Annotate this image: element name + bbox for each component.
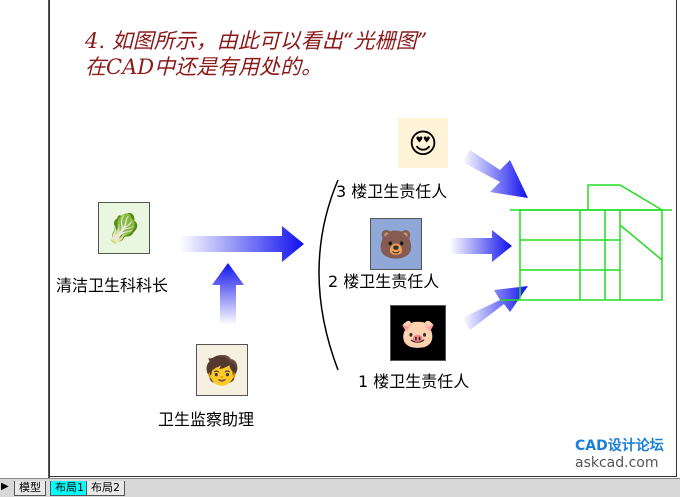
layout-sheet (49, 0, 677, 477)
diagram (180, 150, 672, 371)
arrow-chief-to-floors (180, 226, 304, 262)
assistant-avatar: 🧒 (196, 344, 248, 396)
arrow-floor1 (462, 286, 528, 330)
watermark-logo: CAD设计论坛 askcad.com (555, 438, 664, 472)
layout-tabs: ▶ 模型 布局1 布局2 (0, 478, 680, 497)
chief-avatar: 🥬 (98, 202, 150, 254)
arrow-floor2 (450, 230, 512, 262)
floor1-avatar: 🐷 (390, 305, 446, 361)
building-drawing (500, 184, 672, 301)
floor3-label: 3 楼卫生责任人 (336, 182, 448, 201)
title-line-2: 在CAD中还是有用处的。 (85, 55, 323, 79)
assistant-label: 卫生监察助理 (158, 410, 255, 429)
floor2-label: 2 楼卫生责任人 (328, 272, 440, 291)
bracket (318, 179, 339, 371)
slide-title: 4. 如图所示，由此可以看出“光栅图” 在CAD中还是有用处的。 (85, 28, 427, 80)
watermark-brand: CAD设计论坛 (575, 438, 664, 454)
tab-layout1[interactable]: 布局1 (50, 481, 89, 496)
floor2-avatar: 🐻 (370, 218, 422, 270)
arrow-assistant-up (212, 263, 244, 325)
watermark-site: askcad.com (575, 455, 659, 471)
tab-layout2[interactable]: 布局2 (86, 481, 125, 496)
floor3-avatar: 😍 (398, 118, 448, 168)
title-line-1: 4. 如图所示，由此可以看出“光栅图” (85, 29, 428, 53)
arrow-floor3 (462, 150, 528, 198)
chief-label: 清洁卫生科科长 (56, 276, 169, 295)
tab-scroll-icon[interactable]: ▶ (1, 481, 9, 492)
tab-model[interactable]: 模型 (14, 481, 46, 496)
floor1-label: 1 楼卫生责任人 (358, 372, 470, 391)
